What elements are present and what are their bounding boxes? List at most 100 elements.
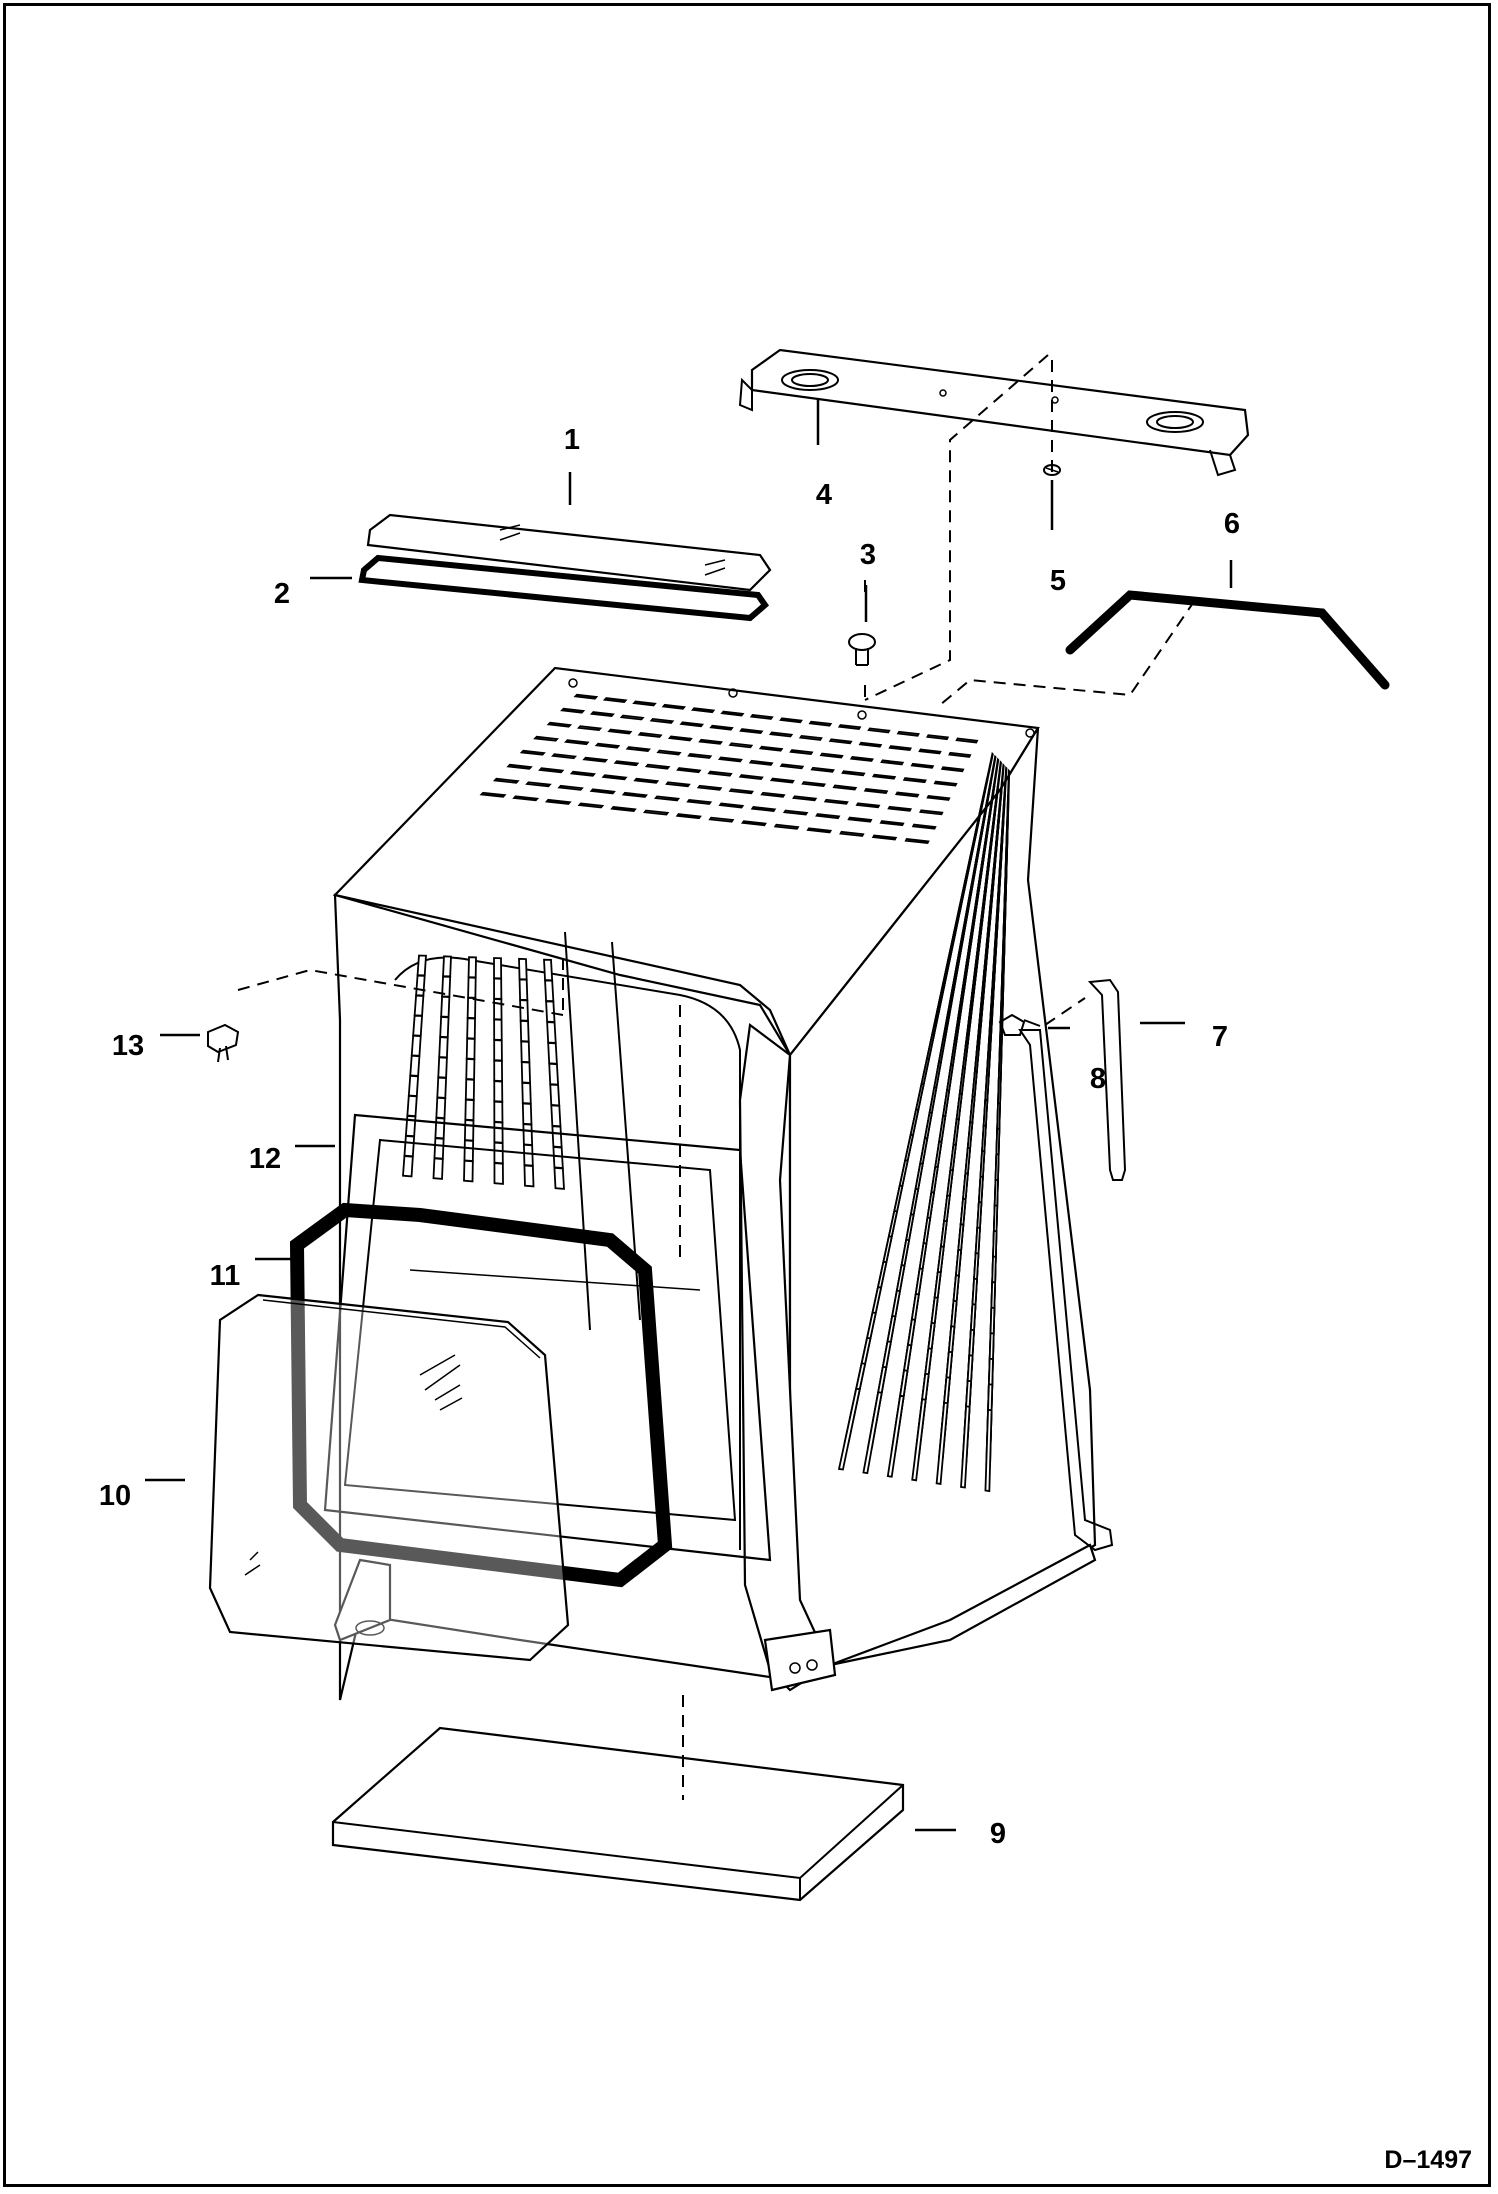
grille-cell — [858, 741, 883, 748]
grille-cell — [589, 711, 615, 718]
grille-cell — [782, 809, 809, 816]
grille-cell — [728, 788, 755, 795]
grille-cell — [798, 734, 823, 741]
grille-cell — [823, 798, 849, 805]
grille-cell — [863, 788, 889, 794]
grille-cell — [738, 774, 764, 781]
grille-cell — [748, 759, 774, 766]
grille-cell — [698, 738, 724, 745]
part-3-screw — [848, 633, 876, 666]
callout-1: 1 — [564, 424, 580, 456]
callout-8: 8 — [1090, 1063, 1106, 1095]
grille-cell — [649, 717, 675, 724]
part-10-window-glass — [208, 1293, 570, 1662]
callout-leaders — [145, 400, 1233, 1832]
callout-labels: 1 2 3 4 5 6 7 8 9 10 11 12 13 — [99, 424, 1240, 1850]
grille-cell — [547, 1041, 558, 1065]
callout-9: 9 — [990, 1818, 1006, 1850]
grille-cell — [806, 827, 833, 834]
grille-cell — [665, 781, 691, 788]
grille-cell — [667, 735, 693, 742]
foot-hole — [789, 1662, 801, 1674]
grille-cell — [546, 1021, 557, 1044]
grille-cell — [465, 1037, 476, 1060]
grille-cell — [406, 1094, 418, 1118]
grille-cell — [544, 979, 555, 1003]
grille-cell — [675, 813, 702, 820]
part-13-latch — [207, 1023, 240, 1063]
grille-cell — [918, 748, 942, 755]
part-11-window-seal — [289, 1202, 673, 1588]
grille-cell — [948, 751, 972, 758]
callout-3: 3 — [860, 539, 876, 571]
grille-cell — [632, 700, 657, 707]
grille-cell — [493, 1141, 504, 1165]
grille-cell — [773, 823, 800, 830]
grille-cell — [545, 1000, 556, 1024]
roof-hole — [1025, 728, 1035, 738]
roof-hole — [568, 678, 578, 688]
grille-cell — [533, 735, 559, 742]
grille-cell — [708, 816, 735, 823]
grille-cell — [610, 806, 637, 812]
grille-cell — [523, 1164, 535, 1188]
drawing-number: D–1497 — [1384, 2146, 1472, 2174]
grille-cell — [789, 749, 814, 756]
callout-4: 4 — [816, 479, 832, 511]
grille-cell — [569, 770, 596, 777]
callout-6: 6 — [1224, 508, 1240, 540]
grille-cell — [543, 958, 554, 982]
grille-cell — [493, 1162, 504, 1185]
grille-cell — [434, 1117, 446, 1140]
grille-cell — [679, 721, 705, 728]
grille-cell — [407, 1074, 420, 1097]
grille-cell — [602, 697, 628, 703]
part-7-grab-handle — [1087, 978, 1127, 1181]
grille-cell — [439, 1016, 450, 1039]
rear-foot-hole — [355, 1620, 385, 1636]
grille-cell — [479, 791, 507, 798]
grille-cell — [493, 1121, 504, 1144]
grille-cell — [904, 838, 930, 845]
grille-cell — [637, 732, 663, 738]
grille-cell — [855, 802, 881, 809]
grille-cell — [551, 753, 578, 760]
grille-cell — [492, 777, 520, 784]
grille-cell — [839, 830, 865, 837]
grille-cell — [739, 728, 764, 735]
grille-cell — [546, 721, 573, 728]
grille-cell — [463, 1159, 474, 1183]
grille-cell — [520, 1061, 532, 1084]
grille-cell — [654, 795, 681, 802]
grille-cell — [493, 957, 503, 980]
grille-cell — [707, 770, 733, 777]
grille-cell — [867, 727, 891, 734]
callout-13: 13 — [112, 1030, 144, 1062]
grille-cell — [760, 791, 786, 798]
grille-cell — [550, 1104, 562, 1128]
grille-cell — [810, 766, 835, 773]
grille-cell — [464, 1098, 475, 1122]
grille-cell — [686, 798, 713, 805]
grille-cell — [563, 739, 590, 746]
grille-cell — [544, 798, 572, 805]
grille-cell — [577, 802, 605, 809]
grille-cell — [506, 763, 533, 770]
grille-cell — [984, 1408, 993, 1493]
grille-cell — [896, 730, 920, 737]
grille-cell — [463, 1139, 475, 1162]
grille-cell — [828, 738, 853, 745]
door-jamb-left — [564, 931, 591, 1331]
cab-front-foot — [763, 1628, 837, 1692]
grille-cell — [728, 742, 754, 749]
grille-cell — [548, 1062, 560, 1086]
grille-cell — [465, 1058, 476, 1081]
grille-cell — [808, 720, 833, 727]
cab-left-wall — [333, 893, 792, 1701]
part-2-gasket — [358, 554, 770, 622]
grille-cell — [415, 974, 426, 997]
grille-cell — [522, 1143, 534, 1167]
grille-cell — [557, 784, 584, 791]
roof-hole — [857, 710, 867, 720]
